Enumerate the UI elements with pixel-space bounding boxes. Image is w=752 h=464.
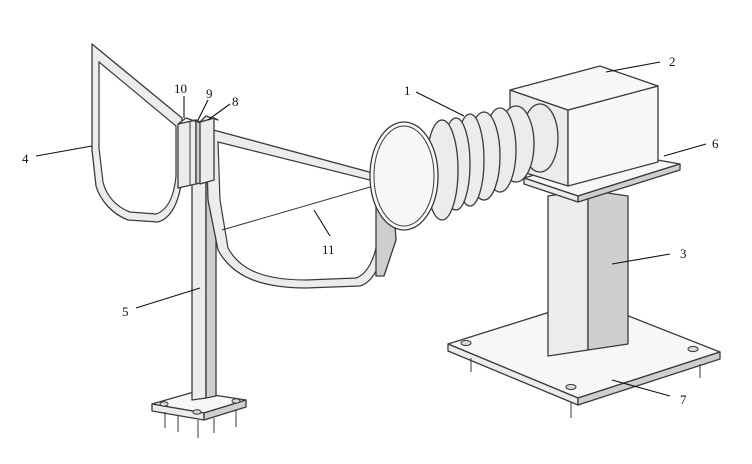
svg-text:2: 2 <box>669 54 676 69</box>
svg-text:11: 11 <box>322 242 335 257</box>
svg-text:9: 9 <box>206 86 213 101</box>
lens-barrel <box>369 103 559 231</box>
label-9: 9 <box>197 86 213 121</box>
label-7: 7 <box>611 379 687 407</box>
left-stand-base <box>151 391 247 438</box>
right-stand-post <box>547 189 629 357</box>
left-stand-post <box>191 175 217 401</box>
label-5: 5 <box>122 287 201 319</box>
svg-text:5: 5 <box>122 304 129 319</box>
label-11: 11 <box>313 209 335 257</box>
glasses-left-rim <box>91 43 183 223</box>
svg-text:8: 8 <box>232 94 239 109</box>
svg-text:10: 10 <box>174 81 187 96</box>
label-1: 1 <box>404 83 465 117</box>
label-10: 10 <box>174 81 187 118</box>
svg-text:1: 1 <box>404 83 411 98</box>
svg-text:4: 4 <box>22 151 29 166</box>
label-2: 2 <box>605 54 676 73</box>
bridge-clamp <box>177 115 219 189</box>
svg-text:7: 7 <box>680 392 687 407</box>
label-6: 6 <box>663 136 719 157</box>
label-8: 8 <box>207 94 239 121</box>
label-4: 4 <box>22 145 93 166</box>
svg-text:6: 6 <box>712 136 719 151</box>
label-3: 3 <box>611 246 687 265</box>
svg-text:3: 3 <box>680 246 687 261</box>
